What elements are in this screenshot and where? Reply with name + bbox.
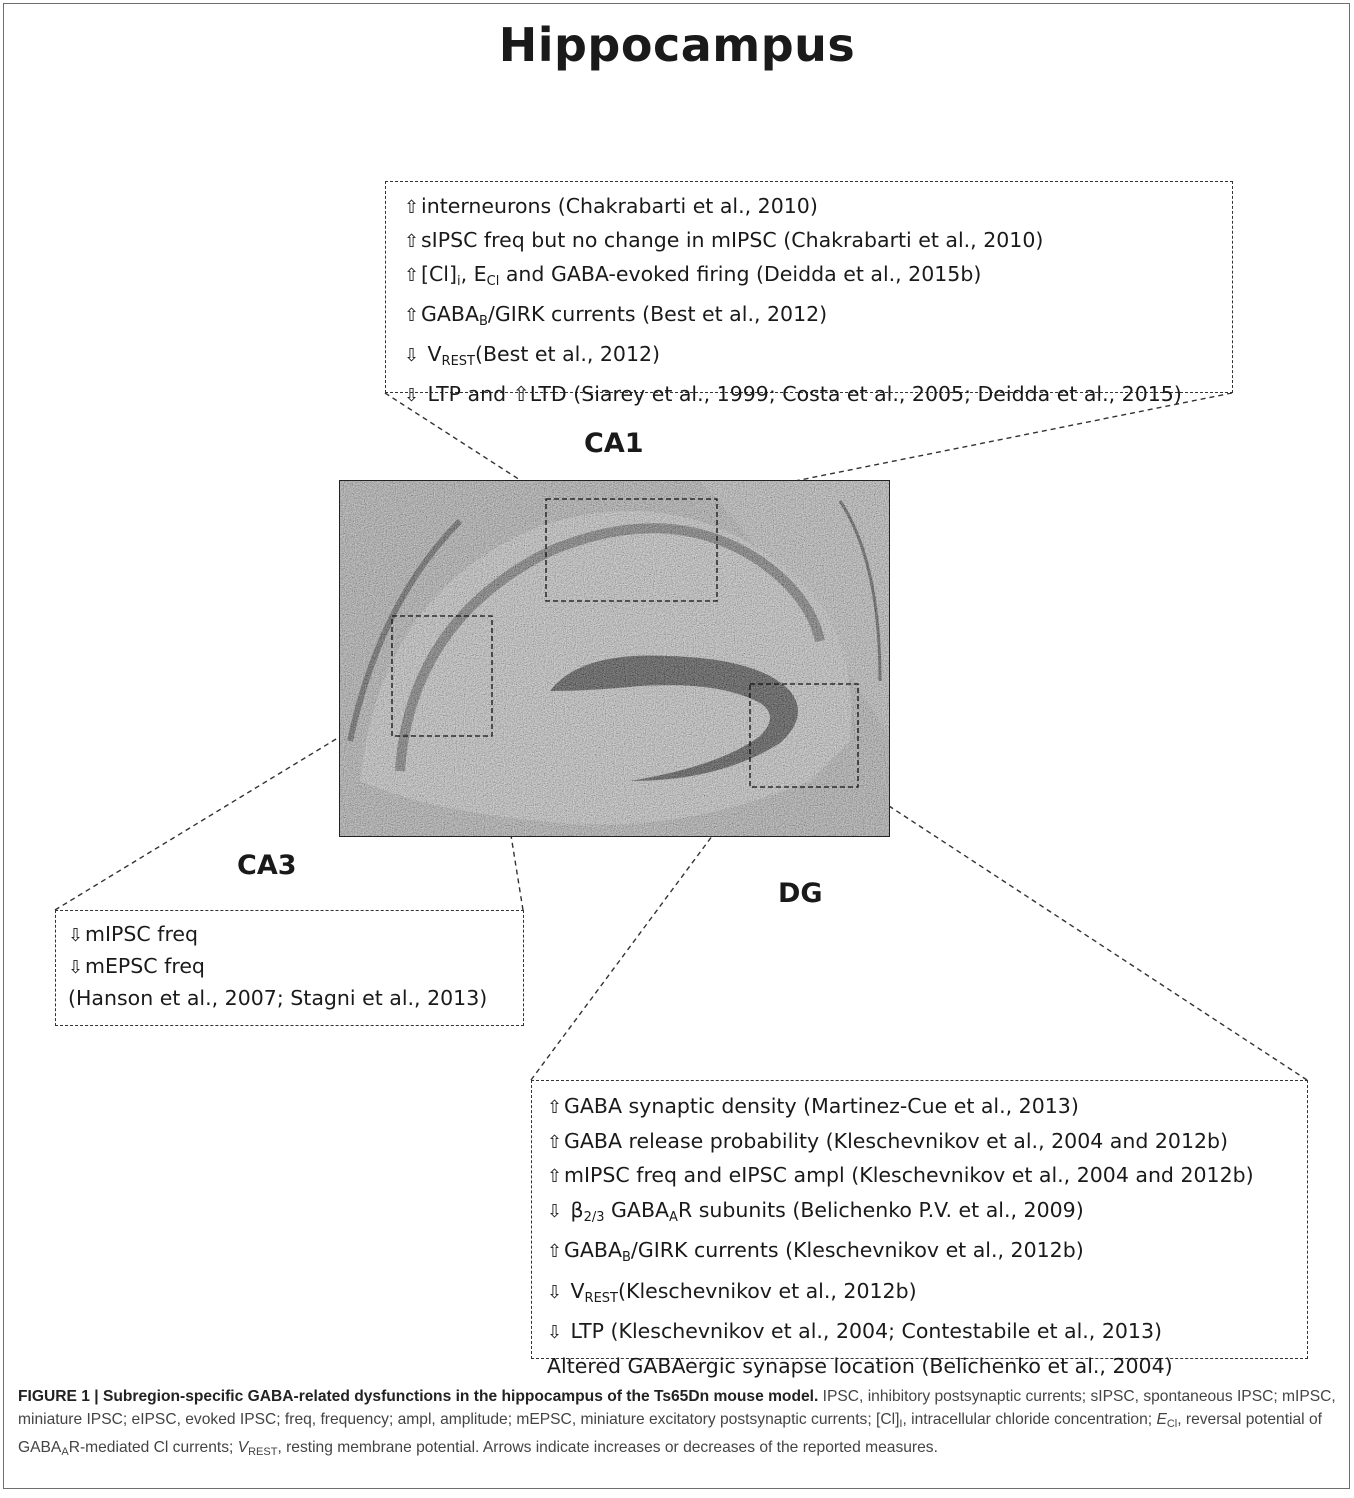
decrease-arrow-icon: ⇩ (547, 1281, 563, 1303)
dg-finding: Altered GABAergic synapse location (Beli… (547, 1350, 1307, 1383)
region-label-dg: DG (778, 878, 823, 909)
finding-text: LTP (Kleschevnikov et al., 2004; Contest… (564, 1319, 1162, 1343)
dg-findings-box: ⇧GABA synaptic density (Martinez-Cue et … (531, 1080, 1308, 1378)
finding-subscript: Cl (486, 274, 500, 289)
increase-arrow-icon: ⇧ (404, 265, 420, 286)
hippocampus-histology-image (339, 480, 890, 837)
ca1-finding: ⇩ VREST(Best et al., 2012) (404, 338, 1232, 378)
finding-subscript: 2/3 (583, 1209, 605, 1225)
finding-subscript: A (669, 1209, 678, 1225)
finding-text: interneurons (Chakrabarti et al., 2010) (421, 194, 818, 218)
increase-arrow-icon: ⇧ (404, 305, 420, 326)
ca3-finding: (Hanson et al., 2007; Stagni et al., 201… (68, 983, 523, 1013)
ca3-connector-left (54, 704, 393, 911)
ca3-findings-box: ⇩mIPSC freq⇩mEPSC freq(Hanson et al., 20… (55, 910, 524, 1026)
finding-text: (Hanson et al., 2007; Stagni et al., 201… (68, 986, 488, 1010)
ca1-finding: ⇩ LTP and ⇧LTD (Siarey et al., 1999; Cos… (404, 378, 1232, 412)
finding-subscript: B (479, 314, 488, 329)
finding-text: /GIRK currents (Best et al., 2012) (487, 302, 828, 326)
figure-caption: FIGURE 1 | Subregion-specific GABA-relat… (18, 1388, 1336, 1458)
dg-finding: ⇩ β2/3 GABAAR subunits (Belichenko P.V. … (547, 1194, 1307, 1235)
decrease-arrow-icon: ⇩ (547, 1200, 563, 1222)
ca1-finding: ⇧interneurons (Chakrabarti et al., 2010) (404, 190, 1232, 224)
finding-text: GABA (564, 1238, 622, 1262)
ca1-finding: ⇧[Cl]i, ECl and GABA-evoked firing (Deid… (404, 258, 1232, 298)
finding-text: and GABA-evoked firing (Deidda et al., 2… (499, 262, 982, 286)
region-label-ca3: CA3 (237, 850, 297, 881)
dg-finding: ⇩ VREST(Kleschevnikov et al., 2012b) (547, 1275, 1307, 1316)
decrease-arrow-icon: ⇩ (547, 1322, 563, 1343)
dg-connector-right (856, 784, 1308, 1081)
ca1-connector-right (789, 392, 1233, 483)
finding-text: GABA (421, 302, 479, 326)
dg-finding: ⇧mIPSC freq and eIPSC ampl (Kleschevniko… (547, 1159, 1307, 1194)
decrease-arrow-icon: ⇩ (404, 385, 420, 406)
finding-text: LTP and ⇧LTD (Siarey et al., 1999; Costa… (421, 382, 1182, 406)
finding-subscript: B (622, 1250, 631, 1265)
figure-title: Hippocampus (498, 18, 856, 72)
dg-finding: ⇧GABA synaptic density (Martinez-Cue et … (547, 1090, 1307, 1125)
increase-arrow-icon: ⇧ (547, 1166, 563, 1187)
finding-text: R subunits (Belichenko P.V. et al., 2009… (677, 1197, 1084, 1222)
ca1-findings-box: ⇧interneurons (Chakrabarti et al., 2010)… (385, 181, 1233, 406)
ca3-finding: ⇩mIPSC freq (68, 919, 523, 951)
finding-subscript: REST (584, 1290, 618, 1306)
finding-subscript: i (457, 274, 461, 289)
finding-text: (Kleschevnikov et al., 2012b) (618, 1278, 917, 1303)
finding-text: β (564, 1197, 584, 1222)
finding-text: (Best et al., 2012) (475, 342, 661, 366)
finding-text: mIPSC freq and eIPSC ampl (Kleschevnikov… (564, 1163, 1254, 1187)
finding-text: sIPSC freq but no change in mIPSC (Chakr… (421, 228, 1044, 252)
region-label-ca1: CA1 (584, 428, 644, 459)
increase-arrow-icon: ⇧ (547, 1241, 563, 1262)
decrease-arrow-icon: ⇩ (68, 957, 84, 978)
dg-inset-box (749, 683, 859, 788)
ca3-finding: ⇩mEPSC freq (68, 951, 523, 983)
finding-text: Altered GABAergic synapse location (Beli… (547, 1353, 1173, 1378)
ca1-finding: ⇧GABAB/GIRK currents (Best et al., 2012) (404, 298, 1232, 338)
decrease-arrow-icon: ⇩ (68, 925, 84, 946)
increase-arrow-icon: ⇧ (547, 1131, 563, 1153)
dg-finding: ⇧GABA release probability (Kleschevnikov… (547, 1125, 1307, 1160)
finding-text: mEPSC freq (85, 954, 205, 978)
finding-text: V (564, 1278, 585, 1303)
finding-text: GABA (604, 1197, 670, 1222)
dg-finding: ⇧GABAB/GIRK currents (Kleschevnikov et a… (547, 1234, 1307, 1275)
finding-text: mIPSC freq (85, 922, 199, 946)
ca3-inset-box (391, 615, 493, 737)
finding-subscript: REST (441, 354, 475, 369)
caption-label: FIGURE 1 | Subregion-specific GABA-relat… (18, 1388, 819, 1405)
increase-arrow-icon: ⇧ (547, 1097, 563, 1118)
finding-text: GABA release probability (Kleschevnikov … (564, 1128, 1229, 1153)
finding-text: [Cl] (421, 262, 458, 286)
finding-text: GABA synaptic density (Martinez-Cue et a… (564, 1094, 1079, 1118)
increase-arrow-icon: ⇧ (404, 231, 420, 252)
decrease-arrow-icon: ⇩ (404, 345, 420, 366)
finding-text: V (421, 342, 442, 366)
finding-text: , E (460, 262, 487, 286)
dg-finding: ⇩ LTP (Kleschevnikov et al., 2004; Conte… (547, 1315, 1307, 1350)
ca1-finding: ⇧sIPSC freq but no change in mIPSC (Chak… (404, 224, 1232, 258)
figure-frame (3, 3, 1350, 1489)
increase-arrow-icon: ⇧ (404, 197, 420, 218)
finding-text: /GIRK currents (Kleschevnikov et al., 20… (630, 1238, 1084, 1262)
